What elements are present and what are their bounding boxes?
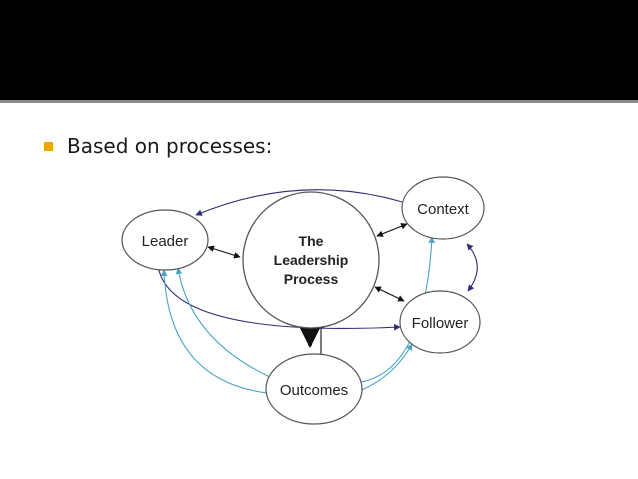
edge-outcomes-to-follower [361, 343, 413, 391]
center-label-line-1: The [299, 233, 324, 249]
leadership-process-node [242, 191, 380, 329]
center-label-line-2: Leadership [274, 252, 349, 268]
edge-outcomes-to-leader-inner [175, 267, 273, 379]
outcomes-label: Outcomes [280, 382, 348, 399]
follower-label: Follower [412, 315, 469, 332]
edge-context-follower [466, 243, 478, 292]
edge-center-follower [374, 286, 405, 302]
context-label: Context [417, 201, 470, 218]
outcomes-node [265, 353, 363, 425]
edge-context-to-leader [195, 189, 403, 216]
leader-node [121, 209, 209, 271]
bullet-square-icon [44, 141, 53, 151]
edge-leader-center [207, 245, 241, 259]
edge-center-context [376, 223, 408, 237]
bullet-item: Based on processes: [44, 133, 272, 159]
follower-node [399, 290, 481, 354]
leader-label: Leader [142, 233, 189, 250]
bullet-text: Based on processes: [67, 134, 273, 158]
edge-outcomes-to-leader-outer [160, 269, 268, 394]
title-bar [0, 0, 638, 100]
title-divider [0, 100, 638, 103]
context-node [401, 176, 485, 240]
center-label-line-3: Process [284, 271, 339, 287]
